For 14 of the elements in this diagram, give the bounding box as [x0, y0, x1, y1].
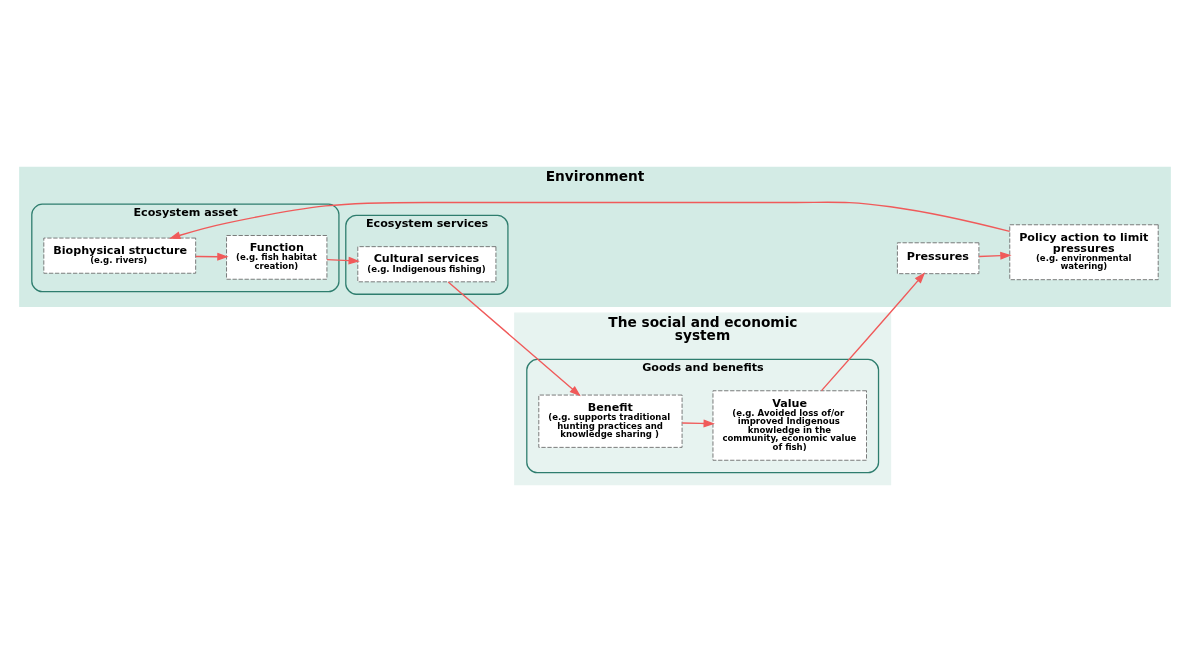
arrow [681, 419, 715, 427]
node-box: Pressures [896, 241, 980, 274]
arrow [447, 280, 581, 396]
arrow [169, 201, 1011, 239]
node-box: Benefit (e.g. supports traditional hunting practices and knowledge sharing ) [538, 394, 683, 448]
node-box: Cultural services (e.g. Indigenous fishing) [357, 245, 497, 282]
arrow [195, 252, 229, 261]
arrow [326, 256, 360, 265]
arrow [820, 271, 926, 391]
arrow [978, 251, 1012, 260]
node-box: Value (e.g. Avoided loss of/or improved Indigenous knowledge in the community, economic value of fish) [712, 389, 867, 461]
node-box: Function (e.g. fish habitat creation) [226, 234, 328, 280]
node-box: Biophysical structure (e.g. rivers) [43, 237, 197, 274]
node-box: Policy action to limit pressures (e.g. environmental watering) [1009, 223, 1159, 280]
